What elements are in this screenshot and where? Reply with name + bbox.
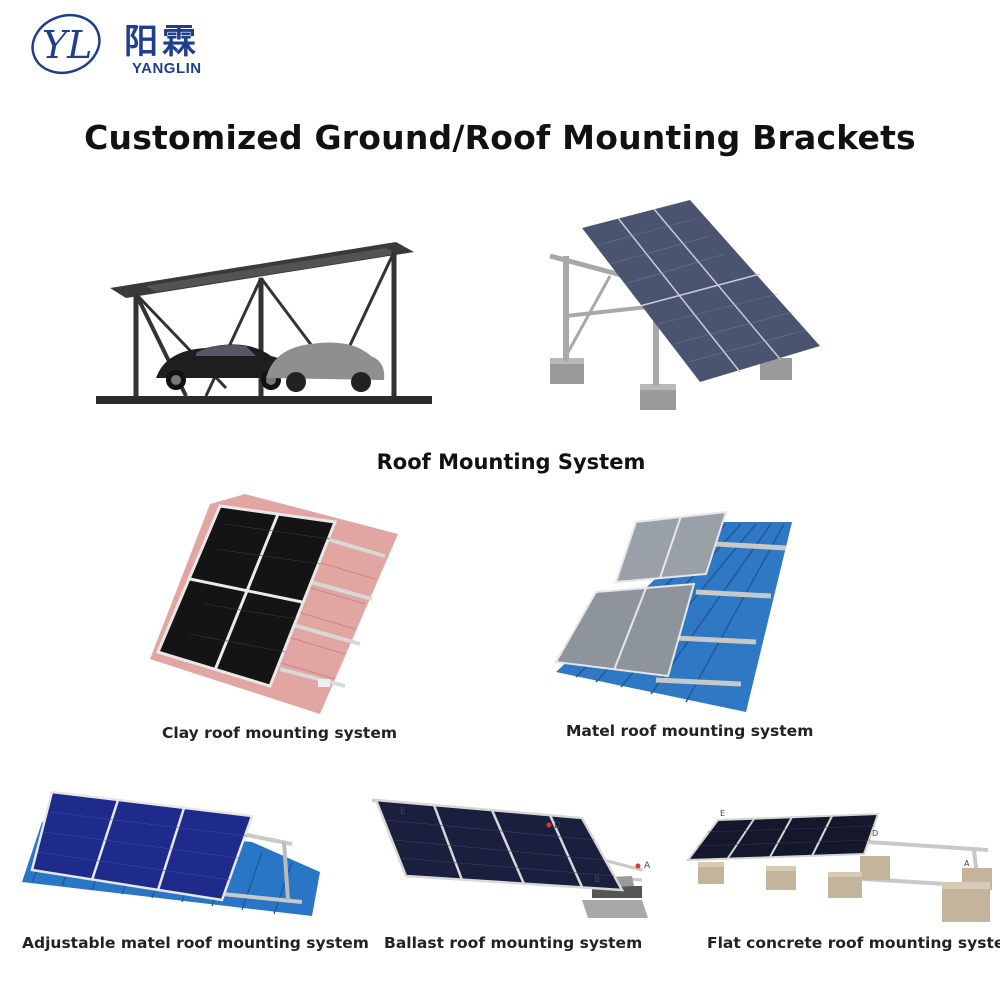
- section-title: Roof Mounting System: [376, 450, 646, 474]
- label-d: D: [554, 821, 561, 831]
- caption-ballast-roof: Ballast roof mounting system: [384, 934, 643, 952]
- page-title: Customized Ground/Roof Mounting Brackets: [84, 118, 916, 157]
- label-a: A: [644, 861, 651, 871]
- yl-logo-icon: YL: [31, 13, 101, 75]
- brand-logo: YL 阳霖 YANGLIN: [28, 8, 218, 78]
- logo-mark: YL: [42, 23, 92, 67]
- ballast-roof-illustration: E D A B: [371, 798, 651, 918]
- metal-roof-illustration: [554, 510, 792, 712]
- caption-adjustable-roof: Adjustable matel roof mounting system: [22, 934, 369, 952]
- adjustable-roof-illustration: [22, 790, 320, 916]
- carport-illustration: [96, 242, 432, 404]
- label-a-flat: A: [964, 859, 970, 868]
- label-b: B: [594, 875, 600, 885]
- caption-clay-roof: Clay roof mounting system: [162, 724, 397, 742]
- brand-name-cn: 阳霖: [124, 22, 200, 62]
- flat-concrete-illustration: E D A: [685, 809, 992, 922]
- label-e: E: [400, 807, 406, 817]
- caption-flat-concrete: Flat concrete roof mounting system: [707, 934, 1000, 952]
- brand-name-en: YANGLIN: [132, 60, 202, 77]
- label-d-flat: D: [872, 829, 878, 838]
- caption-metal-roof: Matel roof mounting system: [566, 722, 814, 740]
- ground-mount-illustration: [549, 200, 820, 410]
- clay-roof-illustration: [150, 494, 398, 714]
- label-e-flat: E: [720, 809, 725, 818]
